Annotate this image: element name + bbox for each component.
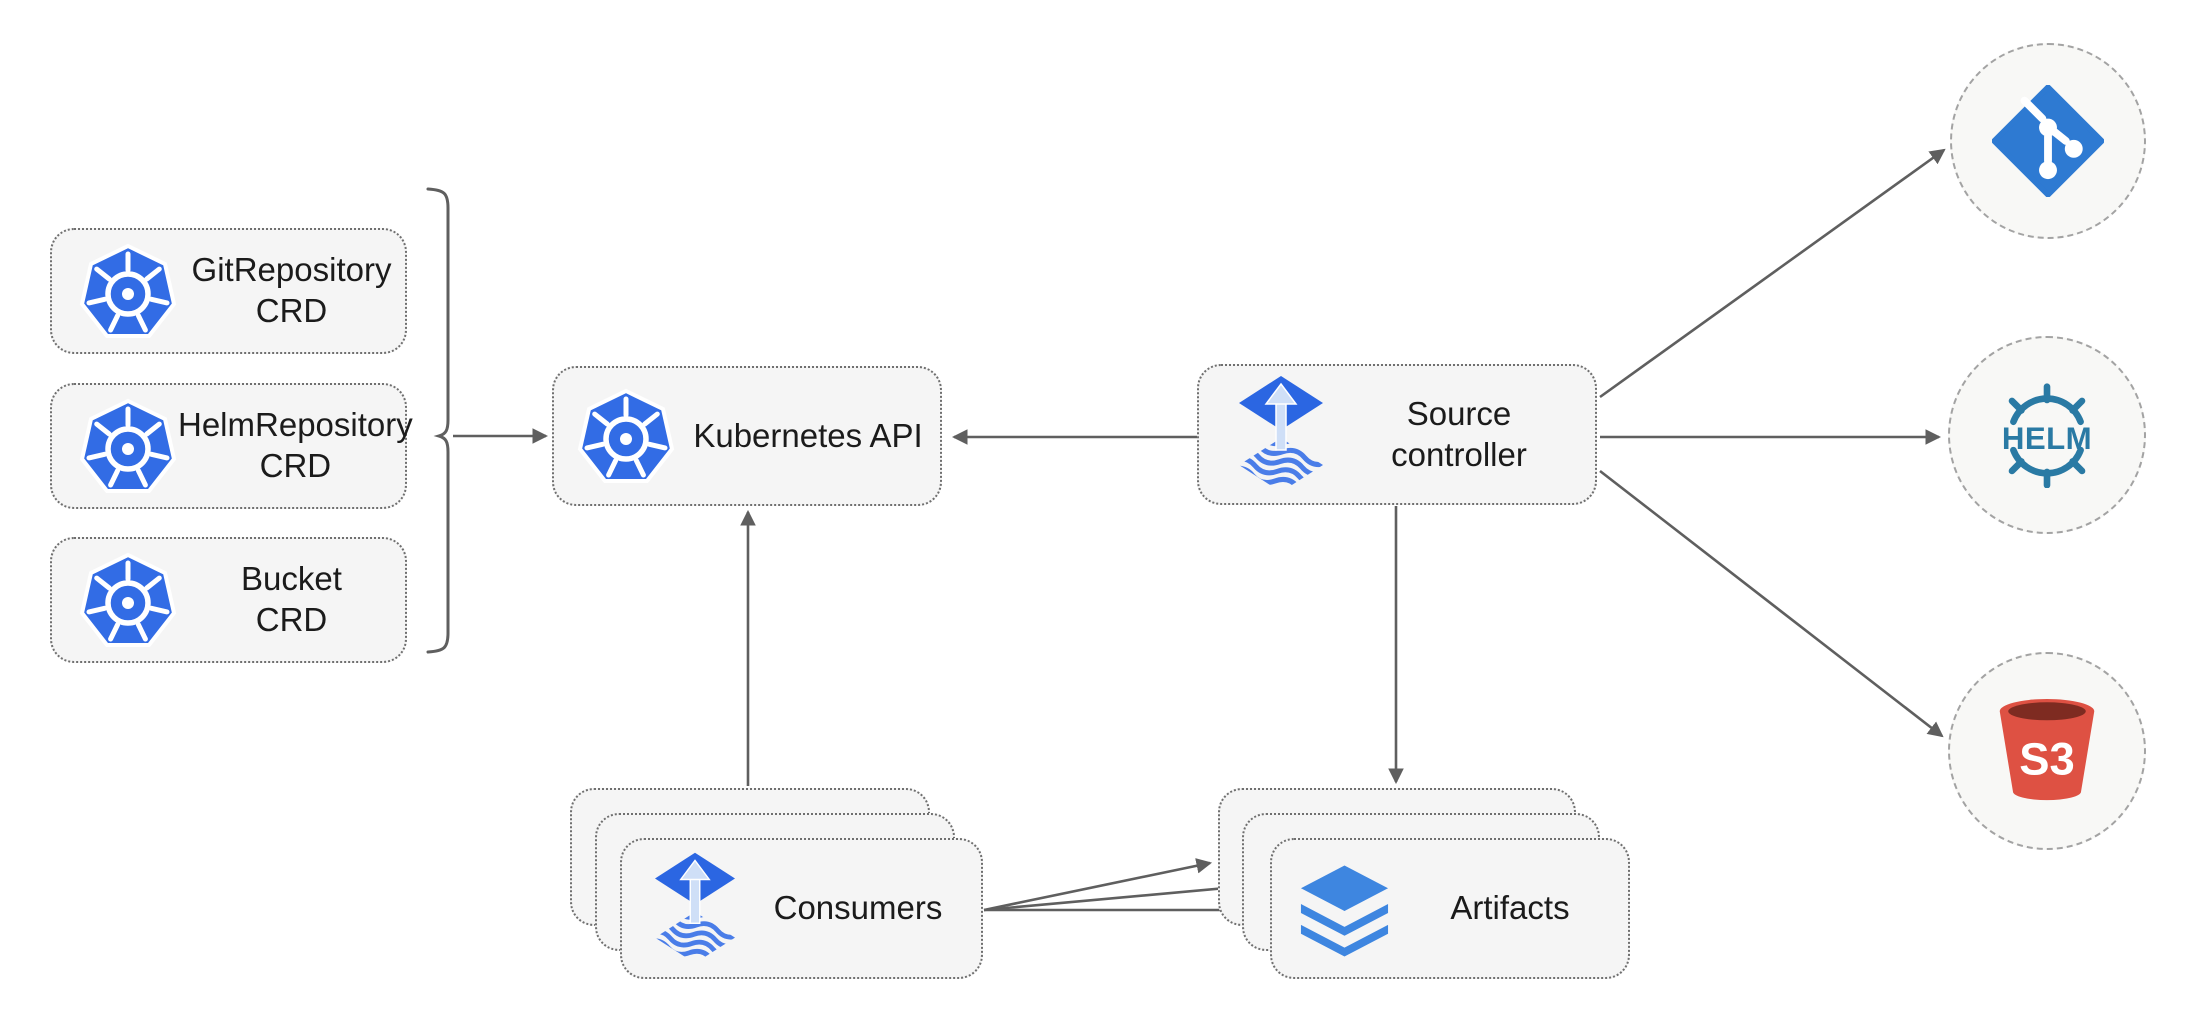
edge-consumers-to-artifacts-1 (983, 858, 1213, 912)
node-gitrepository-crd: GitRepository CRD (50, 228, 407, 354)
edge-source-to-s3 (1599, 469, 1944, 738)
git-icon (1992, 85, 2104, 197)
node-label: Artifacts (1392, 888, 1628, 929)
curly-brace (426, 187, 450, 654)
edge-source-to-git (1599, 148, 1946, 399)
kubernetes-icon (79, 243, 177, 338)
label-line: CRD (255, 601, 328, 638)
node-kubernetes-api: Kubernetes API (552, 366, 942, 506)
node-label: Source controller (1323, 394, 1595, 476)
label-line: controller (1391, 435, 1527, 473)
label-line: CRD (255, 292, 328, 329)
edge-consumers-to-artifacts-2 (983, 880, 1240, 912)
helm-wordmark: HELM (2002, 421, 2092, 456)
label-line: Kubernetes API (693, 416, 923, 454)
node-helmrepository-crd: HelmRepository CRD (50, 383, 413, 509)
label-line: HelmRepository (178, 406, 413, 444)
kubernetes-icon (577, 388, 675, 483)
kubernetes-icon (79, 398, 177, 493)
flux-icon (1239, 375, 1323, 492)
s3-wordmark: S3 (2019, 734, 2075, 785)
label-line: Consumers (773, 889, 943, 927)
node-bucket-crd: Bucket CRD (50, 537, 407, 663)
label-line: Source (1406, 394, 1512, 432)
kubernetes-icon (79, 552, 177, 647)
label-line: CRD (259, 447, 332, 484)
node-label: Consumers (735, 888, 981, 929)
node-label: Kubernetes API (676, 416, 940, 457)
node-source-controller: Source controller (1197, 364, 1597, 505)
node-artifacts: Artifacts (1270, 838, 1630, 979)
node-label: GitRepository CRD (178, 250, 405, 332)
node-consumers: Consumers (620, 838, 983, 979)
label-line: Artifacts (1450, 889, 1570, 927)
layers-icon (1300, 864, 1389, 956)
label-line: GitRepository (191, 251, 392, 289)
helm-icon: HELM (2002, 383, 2092, 488)
node-git-remote (1950, 43, 2146, 239)
node-label: HelmRepository CRD (178, 405, 413, 487)
node-label: Bucket CRD (178, 559, 405, 641)
node-s3-remote: S3 (1948, 652, 2146, 850)
flux-icon (655, 852, 735, 963)
s3-icon: S3 (1999, 699, 2095, 801)
node-helm-remote: HELM (1948, 336, 2146, 534)
label-line: Bucket (241, 560, 342, 598)
